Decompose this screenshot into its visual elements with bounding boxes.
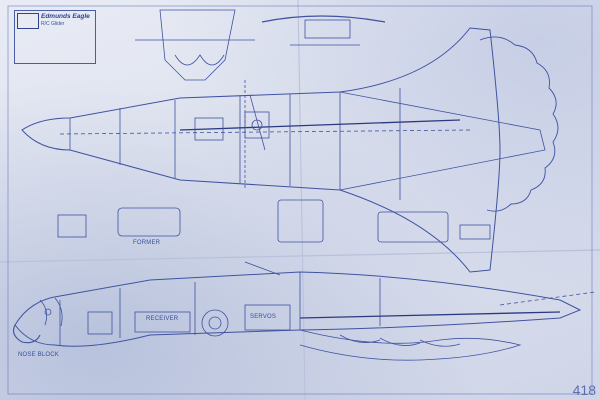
- manufacturer-logo: [17, 13, 39, 29]
- part-cutout: [377, 211, 449, 243]
- drawing-title: Edmunds Eagle: [41, 13, 90, 20]
- eagle-beak: [13, 324, 41, 344]
- servos-label: SERVOS: [250, 314, 277, 320]
- fold-line: [0, 249, 600, 263]
- canopy-part: [159, 9, 236, 81]
- top-view-fuselage: [21, 27, 501, 273]
- nose-block-label: NOSE BLOCK: [18, 352, 60, 358]
- side-view-fuselage: [14, 271, 582, 347]
- receiver-label: RECEIVER: [146, 316, 179, 322]
- part-cutout: [277, 199, 324, 243]
- servo-wheel: [201, 309, 229, 337]
- eagle-eye: [44, 308, 52, 316]
- part-cutout: [117, 207, 181, 237]
- tail-feathers: [479, 36, 559, 212]
- side-view-wing: [299, 329, 522, 361]
- sheet-number: 418: [572, 382, 596, 398]
- former-label: FORMER: [133, 240, 161, 246]
- receiver-box: [134, 311, 191, 333]
- title-block: Edmunds Eagle R/C Glider: [14, 10, 96, 64]
- top-view-wing: [339, 91, 546, 191]
- servo-box: [244, 304, 291, 331]
- drawing-subtitle: R/C Glider: [41, 21, 65, 27]
- sheet-border: [7, 5, 593, 395]
